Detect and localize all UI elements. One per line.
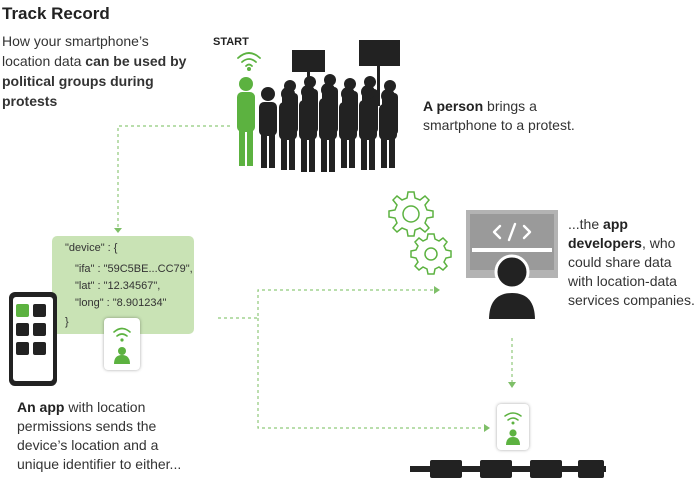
connector-app-to-companies — [257, 318, 484, 429]
server-desks-illustration — [410, 460, 606, 478]
protest-sign — [292, 50, 325, 72]
arrowhead-app — [114, 228, 122, 233]
arrowhead-companies — [484, 424, 490, 432]
device-data-box: "device" : { "ifa" : "59C5BE...CC79", "l… — [52, 236, 194, 334]
code-line-3: "lat" : "12.34567", — [75, 280, 161, 292]
code-line-4: "long" : "8.901234" — [75, 297, 167, 309]
code-line-5: } — [65, 316, 69, 328]
person-caption: A person brings a smartphone to a protes… — [423, 98, 575, 133]
developer-person-icon — [494, 254, 530, 290]
page-title: Track Record — [2, 4, 110, 23]
start-label: START — [213, 36, 249, 48]
gear-icon — [388, 191, 452, 275]
wifi-signal-icon — [237, 52, 261, 71]
code-line-1: "device" : { — [65, 242, 118, 254]
developers-caption: ...the app developers, who could share d… — [568, 216, 695, 308]
arrowhead-down — [508, 382, 516, 388]
monitor-code-icon — [466, 210, 558, 321]
page-subtitle: How your smartphone’s location data can … — [2, 33, 187, 109]
smartphone-icon — [9, 292, 57, 386]
protest-sign — [359, 40, 400, 66]
connector-protest-to-app — [117, 125, 230, 228]
app-caption: An app with location permissions sends t… — [17, 399, 182, 472]
code-line-2: "ifa" : "59C5BE...CC79", — [75, 263, 193, 275]
arrowhead-developers — [434, 286, 440, 294]
phone-carrier-person — [237, 77, 255, 166]
connector-app-to-developers — [218, 289, 434, 319]
user-signal-icon — [113, 327, 131, 364]
protest-crowd-illustration — [237, 40, 400, 172]
user-signal-icon-2 — [504, 412, 522, 445]
